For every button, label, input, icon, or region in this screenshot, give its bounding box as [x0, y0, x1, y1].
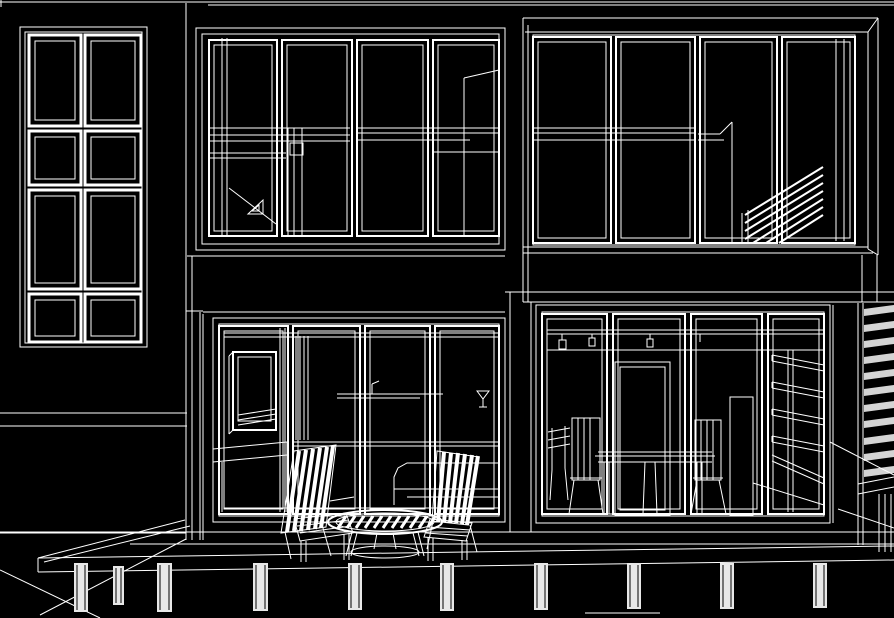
- upper-middle-interior: [209, 38, 500, 237]
- right-louver-screen: [829, 303, 894, 552]
- bottom-right-window: [535, 304, 831, 524]
- top-border: [0, 0, 894, 7]
- adirondack-chair-right: [423, 450, 480, 561]
- upper-middle-window: [195, 27, 506, 251]
- deck-posts: [74, 563, 827, 612]
- upper-right-window: [522, 17, 879, 302]
- upper-right-interior: [534, 39, 845, 244]
- storey-band: [186, 255, 894, 532]
- deck: [0, 519, 894, 618]
- adirondack-chair-left: [280, 444, 355, 562]
- shelf-unit: [771, 350, 825, 512]
- upper-left-window: [19, 26, 148, 348]
- left-wall: [0, 3, 204, 540]
